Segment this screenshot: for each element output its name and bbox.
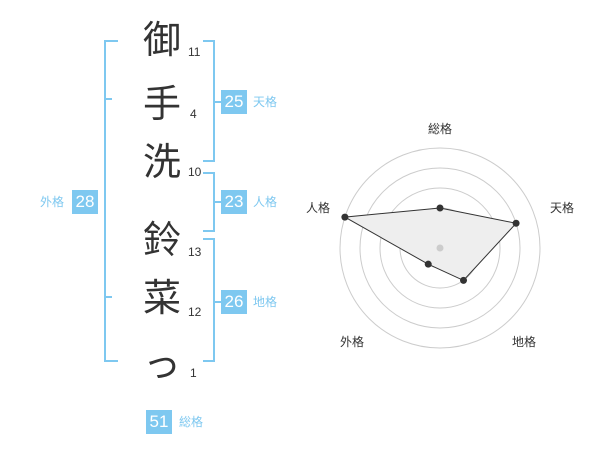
gaikaku-label: 外格 <box>40 195 65 209</box>
radar-point-5 <box>341 213 349 221</box>
radar-axis-label-gaikaku: 外格 <box>340 334 364 349</box>
radar-point-4 <box>424 260 432 268</box>
name-char-2: 手 <box>142 82 181 126</box>
stroke-count-6: 1 <box>190 366 197 380</box>
gaikaku-badge: 28 <box>72 190 98 214</box>
radar-ring-5 <box>339 147 541 349</box>
radar-data-points <box>341 204 520 284</box>
chikaku-bracket <box>203 238 215 362</box>
radar-point-1 <box>436 204 444 212</box>
name-char-3: 洗 <box>142 140 181 184</box>
stroke-count-3: 10 <box>188 165 202 179</box>
radar-ring-3 <box>379 187 501 309</box>
radar-ring-4 <box>359 167 521 329</box>
jinkaku-label: 人格 <box>253 195 278 209</box>
radar-axis-label-tenkaku: 天格 <box>550 200 574 215</box>
tenkaku-label: 天格 <box>253 95 278 109</box>
gaikaku-tick-upper <box>104 98 112 100</box>
radar-axis-label-jinkaku: 人格 <box>306 200 330 215</box>
chikaku-badge: 26 <box>221 290 247 314</box>
stroke-count-5: 12 <box>188 305 202 319</box>
gaikaku-bracket <box>104 40 118 362</box>
soukaku-badge: 51 <box>146 410 172 434</box>
gaikaku-tick-lower <box>104 296 112 298</box>
name-char-1: 御 <box>142 18 181 62</box>
radar-center-dot <box>436 244 444 252</box>
stroke-count-1: 11 <box>188 45 201 59</box>
stroke-count-2: 4 <box>190 107 197 121</box>
radar-axis-label-chikaku: 地格 <box>512 334 536 349</box>
stroke-count-4: 13 <box>188 245 202 259</box>
tenkaku-badge: 25 <box>221 90 247 114</box>
chikaku-label: 地格 <box>253 295 278 309</box>
name-char-5: 菜 <box>142 276 181 320</box>
tenkaku-tick <box>213 101 222 103</box>
chikaku-tick <box>213 301 222 303</box>
soukaku-label: 総格 <box>179 415 204 429</box>
jinkaku-tick <box>213 201 222 203</box>
radar-point-2 <box>512 219 520 227</box>
jinkaku-badge: 23 <box>221 190 247 214</box>
radar-data-polygon <box>343 207 518 282</box>
name-char-4: 鈴 <box>142 218 181 262</box>
radar-point-3 <box>460 276 468 284</box>
name-char-6: っ <box>142 342 181 386</box>
radar-axis-label-soukaku: 総格 <box>428 121 452 136</box>
